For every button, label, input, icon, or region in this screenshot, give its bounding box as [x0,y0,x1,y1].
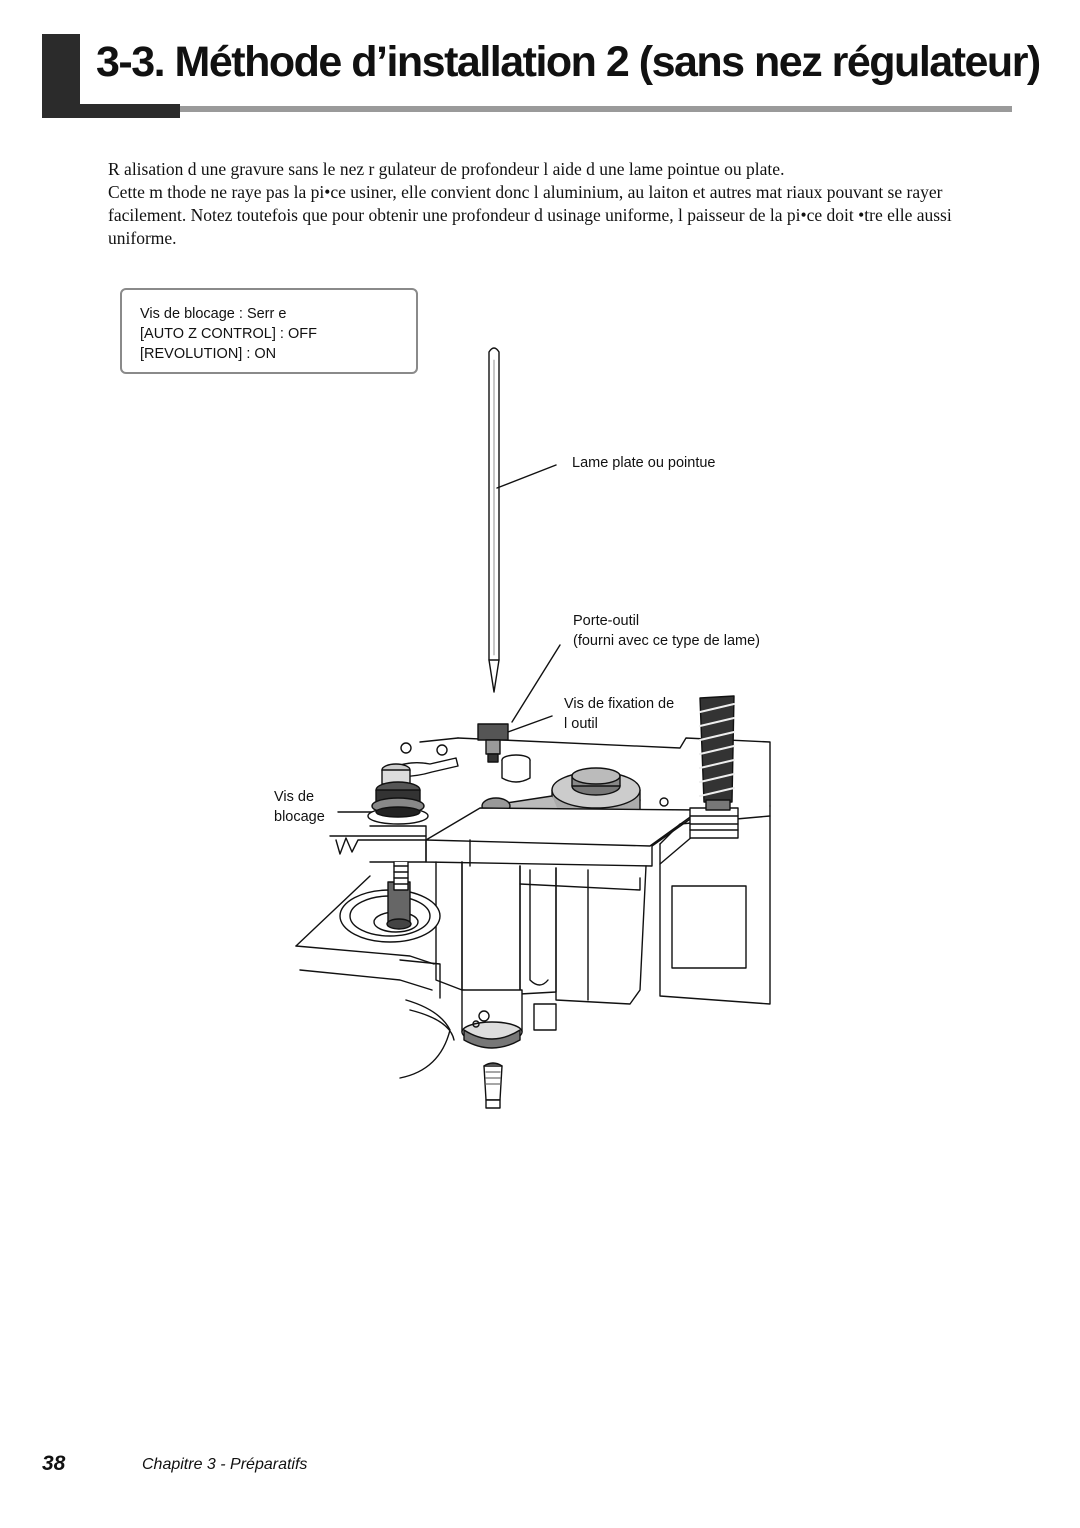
label-holder: Porte-outil [573,613,640,629]
label-holder-note: (fourni avec ce type de lame) [573,633,760,649]
fix-screw-leader-line [507,715,553,733]
label-blade: Lame plate ou pointue [572,455,716,471]
setting-lock-screw: Vis de blocage : Serr e [140,306,287,322]
blade-leader-line [496,464,557,489]
intro-text: R alisation d une gravure sans le nez r … [108,158,988,250]
label-fix-screw-line2: l outil [564,716,598,732]
chapter-footer: Chapitre 3 - Préparatifs [142,1456,308,1473]
title-underline [42,106,1012,112]
setting-auto-z: [AUTO Z CONTROL] : OFF [140,326,317,342]
label-fix-screw-line1: Vis de fixation de [564,696,675,712]
settings-box: Vis de blocage : Serr e [AUTO Z CONTROL]… [120,288,418,374]
intro-paragraph-1: R alisation d une gravure sans le nez r … [108,159,785,179]
intro-paragraph-2: Cette m thode ne raye pas la pi•ce usine… [108,182,952,248]
setting-revolution: [REVOLUTION] : ON [140,346,277,362]
page-title: 3-3. Méthode d’installation 2 (sans nez … [96,38,1041,86]
page-number: 38 [42,1452,66,1475]
blade-illustration [488,347,500,693]
holder-leader-line [511,644,561,723]
label-lock-screw-line1: Vis de [274,789,315,805]
title-underline-accent [42,104,180,118]
label-lock-screw-line2: blocage [274,809,325,825]
